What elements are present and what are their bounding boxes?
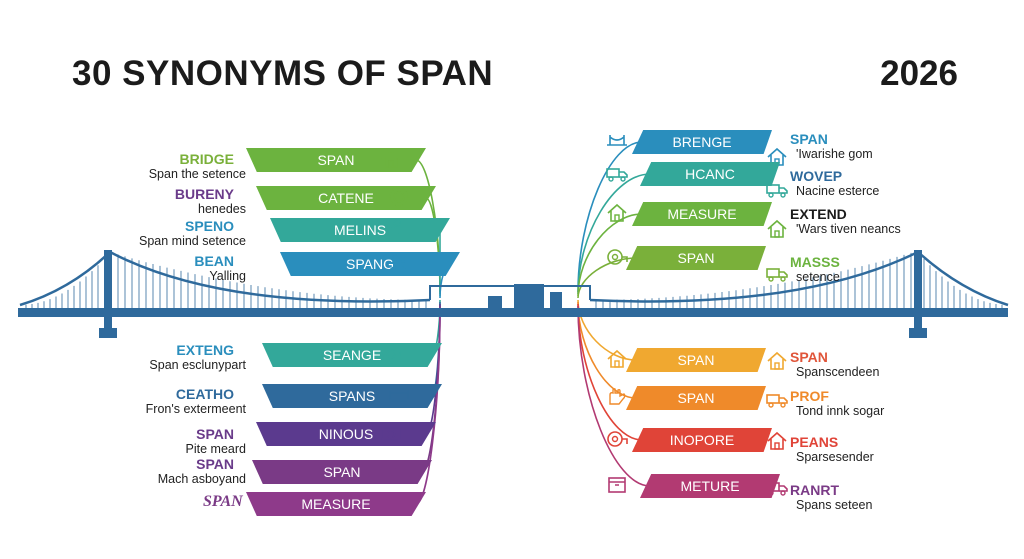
flow-line bbox=[425, 197, 441, 295]
truck-icon bbox=[764, 386, 790, 412]
house-icon bbox=[764, 428, 790, 454]
synonym-banner-left: NINOUS bbox=[256, 422, 436, 446]
synonym-word-right: EXTEND bbox=[790, 206, 847, 222]
page-title: 30 SYNONYMS OF SPAN bbox=[72, 54, 494, 93]
synonym-banner-left: MEASURE bbox=[246, 492, 426, 516]
synonym-banner-left: SPANS bbox=[262, 384, 442, 408]
synonym-banner-left: SPAN bbox=[252, 460, 432, 484]
center-block-2 bbox=[514, 284, 544, 310]
tools-icon bbox=[378, 216, 404, 242]
synonym-word-right: PEANS bbox=[790, 434, 839, 450]
left-tower bbox=[104, 250, 112, 336]
house-icon bbox=[764, 216, 790, 242]
synonym-banner-right: SPAN bbox=[626, 386, 766, 410]
synonym-desc-right: Tond innk sogar bbox=[796, 404, 885, 418]
synonym-banner-left: SEANGE bbox=[262, 343, 442, 367]
center-block-3 bbox=[550, 292, 562, 310]
synonym-banner-right: INOPORE bbox=[632, 428, 772, 452]
synonym-desc-right: Sparsesender bbox=[796, 450, 874, 464]
bridge-icon bbox=[604, 128, 630, 154]
synonym-word-left: CEATHO bbox=[175, 386, 234, 402]
synonym-word-left: SPENO bbox=[184, 218, 234, 234]
synonym-desc-left: Span esclunypart bbox=[149, 358, 246, 372]
synonym-word-right: WOVEP bbox=[790, 168, 843, 184]
synonym-word-right: SPAN bbox=[790, 131, 828, 147]
house-icon bbox=[764, 348, 790, 374]
synonym-word-right: SPAN bbox=[790, 349, 828, 365]
synonym-banner-right: MEASURE bbox=[632, 202, 772, 226]
house-icon bbox=[604, 200, 630, 226]
flow-line bbox=[577, 141, 643, 293]
flow-line bbox=[577, 305, 651, 487]
card-icon bbox=[386, 382, 412, 408]
synonym-word-left: BURENY bbox=[174, 186, 234, 202]
camera-icon bbox=[378, 420, 404, 446]
synonym-banner-left: CATENE bbox=[256, 186, 436, 210]
synonym-banner-left: SPANG bbox=[280, 252, 460, 276]
house-icon bbox=[378, 146, 404, 172]
synonym-banner-right: SPAN bbox=[626, 246, 766, 270]
people-icon bbox=[386, 250, 412, 276]
synonym-word-left: EXTENG bbox=[176, 342, 234, 358]
synonym-desc-left: Yalling bbox=[209, 269, 246, 283]
synonym-desc-left: Span mind setence bbox=[138, 234, 246, 248]
synonym-desc-left: henedes bbox=[198, 202, 246, 216]
shoe-icon bbox=[386, 458, 412, 484]
flow-line bbox=[577, 213, 643, 297]
synonym-banner-right: SPAN bbox=[626, 348, 766, 372]
synonym-word-left: BRIDGE bbox=[179, 151, 234, 167]
box-icon bbox=[604, 472, 630, 498]
synonym-banner-left: MELINS bbox=[270, 218, 450, 242]
synonym-banner-left: SPAN bbox=[246, 148, 426, 172]
left-main-cable bbox=[19, 250, 431, 307]
synonym-desc-left: Span the setence bbox=[148, 167, 246, 181]
synonym-word-left: SPAN bbox=[203, 493, 243, 510]
synonym-desc-right: 'Iwarishe gom bbox=[796, 147, 873, 161]
truck-icon bbox=[604, 160, 630, 186]
truck-icon bbox=[764, 176, 790, 202]
synonym-desc-right: Spans seteen bbox=[796, 498, 873, 512]
synonym-desc-right: Spanscendeen bbox=[796, 365, 880, 379]
truck-icon bbox=[764, 260, 790, 286]
target-icon bbox=[378, 341, 404, 367]
flow-line bbox=[577, 303, 643, 441]
synonym-word-right: MASSS bbox=[790, 254, 840, 270]
synonym-desc-right: setence bbox=[796, 270, 840, 284]
hand-icon bbox=[604, 384, 630, 410]
synonym-banner-right: BRENGE bbox=[632, 130, 772, 154]
synonym-word-left: SPAN bbox=[196, 456, 234, 472]
flow-line bbox=[577, 173, 651, 295]
script-icon bbox=[378, 490, 404, 516]
left-tower-base bbox=[99, 328, 117, 338]
synonym-desc-right: 'Wars tiven neancs bbox=[796, 222, 901, 236]
right-tower bbox=[914, 250, 922, 336]
synonym-desc-right: Nacine esterce bbox=[796, 184, 880, 198]
right-main-cable bbox=[589, 250, 1009, 307]
synonym-desc-left: Pite meard bbox=[185, 442, 246, 456]
truck-icon bbox=[764, 474, 790, 500]
year-label: 2026 bbox=[880, 54, 958, 93]
center-block-1 bbox=[488, 296, 502, 310]
bridge-deck bbox=[18, 308, 1008, 317]
house-icon bbox=[604, 346, 630, 372]
tape-icon bbox=[604, 244, 630, 270]
gear-icon bbox=[386, 184, 412, 210]
synonym-word-right: PROF bbox=[790, 388, 829, 404]
right-tower-base bbox=[909, 328, 927, 338]
synonym-desc-left: Mach asboyand bbox=[157, 472, 246, 486]
synonym-word-left: SPAN bbox=[196, 426, 234, 442]
synonym-banner-right: METURE bbox=[640, 474, 780, 498]
center-cable bbox=[429, 285, 591, 300]
synonym-word-right: RANRT bbox=[790, 482, 839, 498]
synonym-desc-left: Fron's extermeent bbox=[145, 402, 246, 416]
synonym-banner-right: HCANC bbox=[640, 162, 780, 186]
tape-icon bbox=[604, 426, 630, 452]
synonym-word-left: BEAN bbox=[194, 253, 234, 269]
